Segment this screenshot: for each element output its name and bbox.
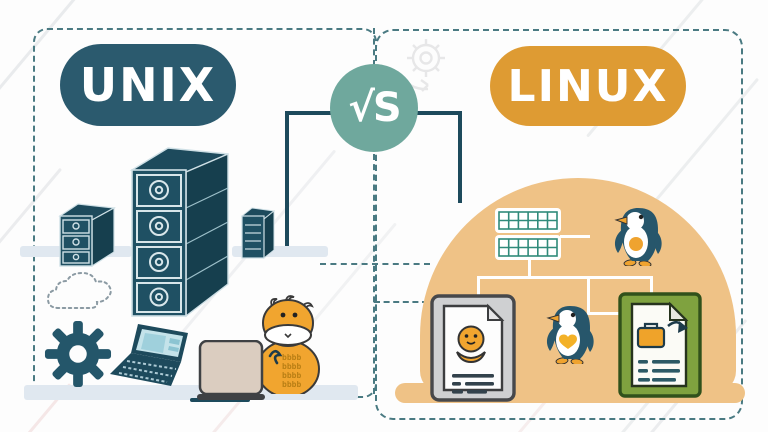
- cloud-outline-icon: [46, 271, 112, 309]
- svg-text:bbbb: bbbb: [282, 353, 301, 362]
- gear-icon: [44, 320, 112, 388]
- tree-connector-line: [477, 276, 480, 302]
- linux-badge: LINUX: [490, 46, 686, 126]
- vs-badge: √S: [330, 64, 418, 152]
- vs-connector-right-vertical: [458, 111, 462, 203]
- vs-badge-label: √S: [348, 85, 401, 131]
- center-dashed-divider-bottom: [373, 154, 375, 394]
- data-table-icon: [495, 208, 561, 233]
- vs-connector-right-horizontal: [414, 111, 462, 115]
- svg-text:bbbb: bbbb: [282, 371, 301, 380]
- tree-connector-line: [587, 276, 590, 315]
- svg-text:bbbb: bbbb: [282, 362, 301, 371]
- small-file-cabinet-icon: [58, 203, 116, 268]
- document-mascot-icon: [430, 294, 516, 402]
- vs-connector-left-horizontal: [287, 111, 333, 115]
- center-dashed-cross-line: [320, 263, 430, 265]
- bug-mascot-icon: bbbb bbbb bbbb bbbb: [256, 295, 320, 394]
- linux-panel-border: [375, 29, 743, 420]
- unix-badge: UNIX: [60, 44, 236, 126]
- platform-server: [232, 246, 328, 257]
- laptop-beige-icon: [197, 340, 265, 400]
- laptop-dark-icon: [110, 324, 188, 386]
- vs-connector-left-vertical: [285, 111, 289, 251]
- data-table-icon: [495, 235, 561, 260]
- center-dashed-divider-top: [373, 28, 375, 66]
- server-tower-icon: [240, 207, 276, 260]
- penguin-spot-icon: [614, 208, 662, 266]
- tree-connector-line: [528, 256, 531, 278]
- tree-connector-line: [477, 276, 653, 279]
- tree-connector-line: [560, 235, 590, 238]
- center-dashed-cross-line: [374, 301, 428, 303]
- large-file-cabinet-icon: [129, 147, 229, 318]
- document-export-icon: [618, 292, 702, 398]
- background-streak: [181, 399, 242, 432]
- svg-text:bbbb: bbbb: [282, 380, 301, 389]
- penguin-heart-icon: [546, 306, 594, 364]
- unix-badge-label: UNIX: [79, 58, 217, 112]
- linux-badge-label: LINUX: [507, 60, 669, 112]
